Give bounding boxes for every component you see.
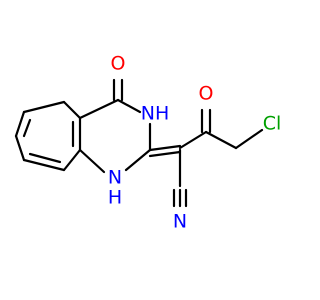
hydrogen-label-lower: H [108, 187, 122, 209]
bond [62, 100, 82, 120]
bond [78, 148, 106, 174]
bond [148, 144, 182, 152]
bond [28, 152, 62, 164]
bond [234, 128, 264, 150]
atom-labels: O NH N H O Cl N [108, 53, 281, 233]
bond [22, 158, 66, 172]
bond [116, 98, 142, 114]
nitrogen-label-lower: N [108, 167, 122, 189]
ketone-bond [200, 108, 212, 134]
bond [14, 110, 26, 138]
bond [78, 98, 120, 120]
oxygen-label-ketone: O [199, 83, 214, 105]
bond [62, 148, 82, 172]
bond [124, 148, 152, 172]
bond [178, 130, 208, 150]
molecule-structure-diagram: O NH N H O Cl N [14, 53, 281, 233]
benzene-ring [14, 100, 82, 172]
bond [204, 130, 238, 150]
bond [148, 150, 182, 158]
oxygen-label-ring-carbonyl: O [111, 53, 126, 75]
nitrile-triple-bond [172, 188, 188, 208]
bond [22, 118, 32, 138]
pyrimidinone-ring [78, 98, 152, 174]
molecule-canvas: O NH N H O Cl N [14, 52, 282, 233]
chlorine-label: Cl [263, 113, 282, 135]
nitrogen-label-nitrile: N [173, 211, 187, 233]
exocyclic-double-bond [148, 144, 182, 158]
ring-carbonyl-bond [112, 78, 124, 102]
bond [22, 100, 66, 114]
nitrogen-label-upper: NH [141, 103, 170, 125]
bond [14, 134, 26, 162]
